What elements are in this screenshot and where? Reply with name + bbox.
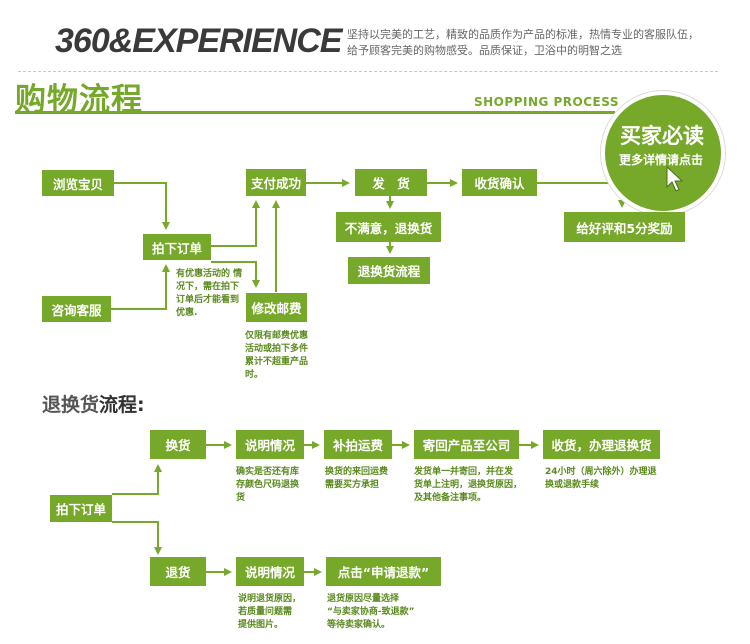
cursor-icon (666, 165, 684, 192)
returns-place-order: 拍下订单 (50, 495, 112, 522)
note-line: 有优惠活动的 情 (176, 269, 243, 279)
exchange-start: 换货 (150, 430, 206, 459)
section-underline (15, 111, 615, 114)
tagline-line-2: 给予顾客完美的购物感受。品质保证，卫浴中的明智之选 (347, 44, 622, 57)
note-line: 时。 (245, 370, 264, 380)
note-line: 货 (236, 493, 246, 503)
refund-explain: 说明情况 (236, 557, 304, 586)
brand-logo-text: 360&EXPERIENCE (55, 22, 342, 60)
note-exchange-receive: 24小时（周六除外）办理退 换或退款手续 (545, 466, 657, 492)
section-title-returns: 退换货流程: (42, 390, 145, 417)
note-line: 等待卖家确认。 (327, 620, 391, 630)
step-payment-success: 支付成功 (246, 169, 306, 196)
note-line: 提供图片。 (238, 620, 284, 630)
note-line: 24小时（周六除外）办理退 (545, 467, 657, 477)
note-exchange-pay-shipping: 换货的来回运费 需要买方承担 (325, 466, 388, 492)
step-unsatisfied: 不满意，退换货 (336, 212, 441, 242)
note-line: 确实是否还有库 (236, 467, 300, 477)
note-refund-explain: 说明退货原因， 若质量问题需 提供图片。 (238, 593, 301, 632)
note-line: 发货单一并寄回，并在发 (414, 467, 514, 477)
note-line: 存颜色尺码退换 (236, 480, 300, 490)
note-line: 及其他备注事项。 (414, 493, 487, 503)
step-return-process[interactable]: 退换货流程 (348, 257, 430, 284)
step-place-order: 拍下订单 (143, 234, 211, 260)
note-line: 仅限有邮费优惠 (245, 331, 309, 341)
step-browse: 浏览宝贝 (42, 170, 114, 196)
step-confirm-receipt: 收货确认 (462, 169, 537, 196)
section-subtitle-shopping: SHOPPING PROCESS (474, 95, 619, 109)
note-line: 活动或拍下多件 (245, 344, 309, 354)
note-line: 说明退货原因， (238, 594, 302, 604)
header-tagline: 坚持以完美的工艺，精致的品质作为产品的标准，热情专业的客服队伍， 给予顾客完美的… (347, 27, 747, 59)
note-modify-shipping: 仅限有邮费优惠 活动或拍下多件 累计不超重产品 时。 (245, 330, 308, 382)
note-order-discount: 有优惠活动的 情 况下，需在拍下 订单后才能看到 优惠. (176, 268, 242, 320)
note-line: 货单上注明，退换货原因， (414, 480, 523, 490)
note-exchange-send-back: 发货单一并寄回，并在发 货单上注明，退换货原因， 及其他备注事项。 (414, 466, 522, 505)
exchange-receive: 收货，办理退换货 (543, 430, 660, 459)
badge-title[interactable]: 买家必读 (620, 124, 704, 148)
tagline-line-1: 坚持以完美的工艺，精致的品质作为产品的标准，热情专业的客服队伍， (347, 28, 699, 41)
note-line: 累计不超重产品 (245, 357, 309, 367)
returns-title-a: 退换货 (42, 394, 100, 416)
note-line: 换货的来回运费 (325, 467, 389, 477)
step-review-reward: 给好评和5分奖励 (564, 212, 685, 242)
exchange-send-back: 寄回产品至公司 (414, 430, 519, 459)
exchange-explain: 说明情况 (236, 430, 304, 459)
note-line: “与卖家协商-致退款” (327, 607, 415, 617)
note-line: 退货原因尽量选择 (327, 594, 400, 604)
note-line: 换或退款手续 (545, 480, 600, 490)
note-line: 况下，需在拍下 (176, 282, 240, 292)
note-exchange-explain: 确实是否还有库 存颜色尺码退换 货 (236, 466, 299, 505)
refund-apply: 点击“申请退款” (326, 557, 441, 586)
note-refund-apply: 退货原因尽量选择 “与卖家协商-致退款” 等待卖家确认。 (327, 593, 415, 632)
step-consult: 咨询客服 (42, 296, 111, 322)
exchange-pay-shipping: 补拍运费 (324, 430, 392, 459)
step-ship: 发 货 (355, 169, 427, 196)
refund-start: 退货 (150, 557, 206, 586)
header-divider (18, 71, 718, 72)
step-modify-shipping: 修改邮费 (246, 293, 307, 322)
note-line: 需要买方承担 (325, 480, 380, 490)
badge-subtitle[interactable]: 更多详情请点击 (618, 153, 703, 167)
note-line: 若质量问题需 (238, 607, 293, 617)
note-line: 优惠. (176, 308, 198, 318)
returns-title-b: 流程: (99, 394, 145, 416)
note-line: 订单后才能看到 (176, 295, 240, 305)
